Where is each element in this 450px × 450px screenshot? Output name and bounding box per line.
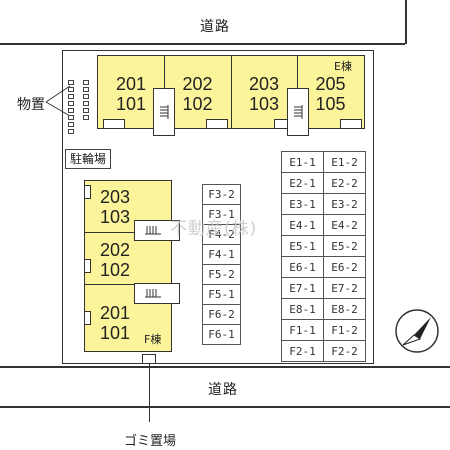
watermark: 不動産(株) [170, 219, 258, 239]
parking-space: E8-1 [281, 298, 324, 320]
parking-space: E5-2 [323, 235, 366, 257]
parking-space: F4-1 [202, 244, 241, 265]
parking-space: E8-2 [323, 298, 366, 320]
unit-e-2: 202 102 [164, 74, 231, 114]
bicycle-parking: 駐輪場 [65, 149, 111, 169]
parking-space: E2-1 [281, 172, 324, 194]
parking-space: E3-2 [323, 193, 366, 215]
unit-number: 102 [182, 94, 213, 114]
parking-space: F1-2 [323, 319, 366, 341]
stair-f-lower [134, 283, 180, 304]
stair-f-upper [134, 220, 180, 241]
unit-number: 203 [248, 74, 280, 94]
bottom-road-edge-bottom [0, 406, 450, 408]
building-f: 203 103 202 102 201 101 F棟 [84, 180, 172, 352]
unit-number: 201 [99, 303, 131, 323]
parking-space: F1-1 [281, 319, 324, 341]
parking-space: F5-1 [202, 284, 241, 305]
parking-space: F2-1 [281, 340, 324, 362]
parking-space: E5-1 [281, 235, 324, 257]
lot-boundary [62, 50, 374, 364]
garbage-label: ゴミ置場 [124, 434, 177, 449]
parking-space: E2-2 [323, 172, 366, 194]
parking-space: F5-2 [202, 264, 241, 285]
building-f-name: F棟 [144, 333, 162, 346]
parking-space: F4-2 [202, 224, 241, 245]
unit-number: 201 [115, 74, 147, 94]
unit-number: 105 [315, 94, 346, 114]
storage-leader-lines [45, 85, 71, 117]
unit-number: 101 [99, 323, 131, 343]
building-e: 201 101 202 102 203 103 205 105 E棟 [97, 55, 365, 129]
unit-f-3: 201 101 [87, 303, 143, 343]
unit-f-2: 202 102 [87, 240, 143, 280]
top-road-edge-left [0, 43, 405, 45]
unit-number: 203 [99, 187, 131, 207]
stair-e-right [287, 88, 309, 136]
parking-space: E3-1 [281, 193, 324, 215]
garbage-leader-line [149, 364, 150, 422]
parking-space: E6-1 [281, 256, 324, 278]
unit-e-1: 201 101 [98, 74, 164, 114]
parking-space: F3-2 [202, 184, 241, 205]
top-road-edge-right [405, 0, 407, 44]
storage-sheds [68, 80, 98, 140]
parking-f-column: F3-2 F3-1 F4-2 F4-1 F5-2 F5-1 F6-2 F6-1 [202, 184, 241, 345]
unit-e-3: 203 103 [231, 74, 297, 114]
garbage-box [142, 354, 156, 364]
storage-label: 物置 [17, 97, 45, 113]
parking-space: E4-2 [323, 214, 366, 236]
unit-number: 102 [99, 260, 131, 280]
parking-space: E7-1 [281, 277, 324, 299]
parking-space: E1-2 [323, 151, 366, 173]
parking-space: E1-1 [281, 151, 324, 173]
parking-space: F6-1 [202, 324, 241, 345]
top-road-label: 道路 [200, 19, 230, 35]
parking-space: F6-2 [202, 304, 241, 325]
unit-number: 101 [115, 94, 147, 114]
parking-space: E7-2 [323, 277, 366, 299]
unit-number: 205 [315, 74, 346, 94]
unit-number: 202 [99, 240, 131, 260]
parking-space: E4-1 [281, 214, 324, 236]
parking-space: F2-2 [323, 340, 366, 362]
parking-space: E6-2 [323, 256, 366, 278]
bottom-road-label: 道路 [208, 382, 238, 398]
unit-e-4: 205 105 [297, 74, 364, 114]
unit-f-1: 203 103 [87, 187, 143, 227]
unit-number: 202 [182, 74, 213, 94]
north-arrow-icon [395, 309, 439, 353]
unit-number: 103 [99, 207, 131, 227]
stair-e-left [153, 88, 175, 136]
parking-space: F3-1 [202, 204, 241, 225]
unit-number: 103 [248, 94, 280, 114]
bottom-road-edge-top [0, 366, 450, 368]
building-e-name: E棟 [334, 60, 352, 73]
bicycle-parking-label: 駐輪場 [69, 152, 106, 166]
